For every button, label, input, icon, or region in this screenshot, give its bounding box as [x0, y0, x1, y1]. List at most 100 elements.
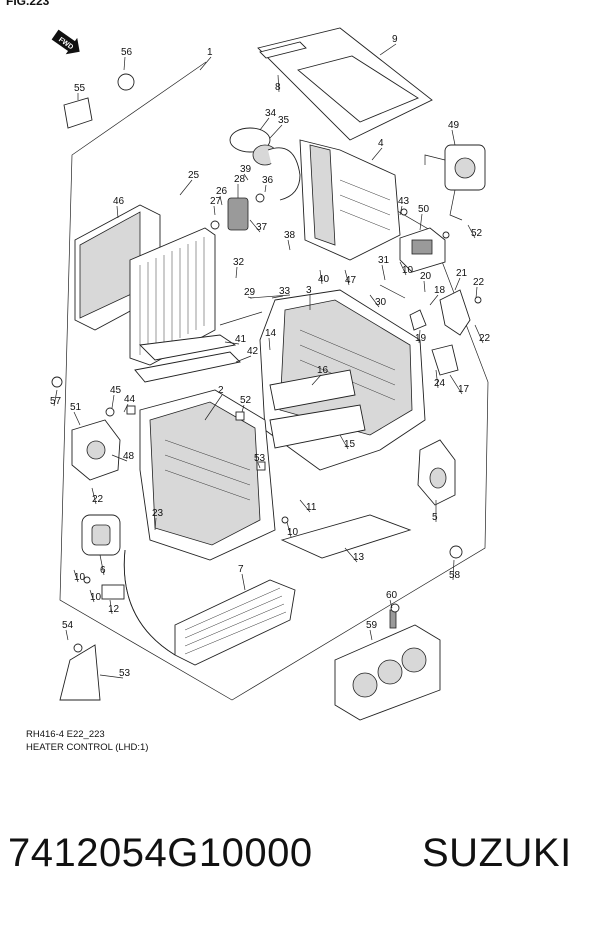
- callout-leader-line: [241, 404, 245, 413]
- callout-number: 45: [110, 385, 122, 396]
- callout-number: 54: [62, 620, 74, 631]
- callout-leader-line: [454, 277, 461, 291]
- callout-number: 19: [415, 333, 427, 344]
- callout-number: 8: [275, 82, 281, 93]
- callout-number: 6: [100, 565, 106, 576]
- callout-leader-line: [224, 341, 240, 345]
- callout-number: 21: [456, 268, 468, 279]
- callout-leader-line: [219, 195, 223, 206]
- callout-leader-line: [257, 462, 261, 469]
- callout-leader-line: [449, 374, 463, 395]
- callout-number: 11: [306, 502, 317, 513]
- callout-number: 51: [70, 402, 82, 413]
- callout-leader-line: [213, 205, 216, 216]
- duct-cover-part: [59, 644, 101, 701]
- callout-number: 17: [458, 384, 470, 395]
- callout-number: 49: [448, 120, 460, 131]
- callout-leader-line: [389, 599, 393, 609]
- lower-case-part: [139, 389, 276, 561]
- callout-number: 52: [471, 228, 483, 239]
- callout-leader-line: [179, 179, 193, 196]
- callout-leader-line: [123, 403, 129, 413]
- callout-number: 53: [119, 668, 131, 679]
- lower-damper-part: [269, 404, 366, 449]
- callout-number: 44: [124, 394, 136, 405]
- callout-leader-line: [111, 454, 128, 462]
- callout-number: 16: [317, 365, 329, 376]
- callout-number: 22: [479, 333, 491, 344]
- callout-number: 10: [402, 265, 414, 276]
- callout-number: 39: [240, 164, 252, 175]
- callout-leader-line: [286, 521, 292, 538]
- part-number-text: 7412054G10000: [8, 831, 313, 875]
- callout-number: 52: [240, 395, 252, 406]
- callout-number: 53: [254, 453, 266, 464]
- callout-number: 23: [152, 508, 164, 519]
- callout-number: 59: [366, 620, 378, 631]
- callout-leader-line: [268, 337, 271, 351]
- callout-leader-line: [99, 554, 105, 576]
- callout-leader-line: [475, 286, 478, 299]
- callout-leader-line: [259, 117, 270, 131]
- callout-leader-line: [344, 547, 358, 563]
- callout-number: 42: [247, 346, 259, 357]
- callout-number: 10: [74, 572, 86, 583]
- callout-number: 27: [210, 196, 222, 207]
- figure-number-label: FIG.223: [6, 0, 50, 8]
- callout-number: 38: [284, 230, 296, 241]
- callout-number: 55: [74, 83, 86, 94]
- blower-case-part: [299, 139, 401, 261]
- brand-name-text: SUZUKI: [422, 831, 572, 875]
- callout-leader-line: [369, 294, 380, 308]
- forward-arrow-icon: FWD: [51, 29, 80, 55]
- callout-leader-line: [467, 224, 476, 239]
- callout-leader-line: [287, 239, 291, 251]
- callout-number: 12: [108, 604, 120, 615]
- callout-leader-line: [199, 56, 212, 71]
- callout-number: 48: [123, 451, 135, 462]
- control-module-part: [399, 227, 446, 273]
- callout-number: 10: [90, 592, 102, 603]
- callout-leader-line: [369, 629, 373, 641]
- callout-number: 50: [418, 204, 430, 215]
- callout-number: 57: [50, 396, 62, 407]
- callout-number: 35: [278, 115, 290, 126]
- diagram-title: HEATER CONTROL (LHD:1): [26, 742, 148, 753]
- callout-number: 24: [434, 378, 446, 389]
- linkage-arms: [219, 284, 471, 376]
- callout-leader-line: [379, 43, 397, 56]
- callout-leader-line: [429, 294, 439, 306]
- parts-diagram: FIG.223 FWD: [6, 0, 491, 753]
- callout-leader-line: [99, 674, 124, 679]
- callout-number: 60: [386, 590, 398, 601]
- callout-leader-line: [123, 56, 126, 71]
- callout-leader-line: [344, 269, 350, 286]
- callout-leader-line: [241, 573, 246, 591]
- callout-number: 36: [262, 175, 274, 186]
- callout-leader-line: [277, 74, 280, 93]
- callout-leader-line: [249, 219, 261, 233]
- callout-leader-line: [53, 389, 58, 407]
- callout-number: 22: [473, 277, 485, 288]
- listing-footer: [0, 775, 600, 932]
- heater-core-part: [123, 549, 296, 666]
- callout-number: 30: [375, 297, 387, 308]
- callout-leader-line: [452, 559, 455, 581]
- fastener-set: [51, 73, 482, 653]
- callout-leader-line: [419, 213, 423, 231]
- callout-number: 41: [235, 334, 247, 345]
- diagram-code: RH416-4 E22_223: [26, 729, 105, 740]
- callout-number: 43: [398, 196, 410, 207]
- callout-leader-line: [243, 173, 249, 181]
- callout-leader-line: [311, 374, 322, 386]
- callout-leader-line: [235, 266, 238, 279]
- callout-leader-line: [116, 205, 119, 219]
- expansion-valve-part: [210, 193, 265, 231]
- callout-leader-line: [299, 499, 311, 513]
- callout-number: 13: [353, 552, 365, 563]
- callout-number: 40: [318, 274, 330, 285]
- mix-damper-part: [269, 369, 356, 411]
- callout-leader-line: [204, 394, 223, 421]
- callout-number: 31: [378, 255, 390, 266]
- callout-number: 28: [234, 174, 246, 185]
